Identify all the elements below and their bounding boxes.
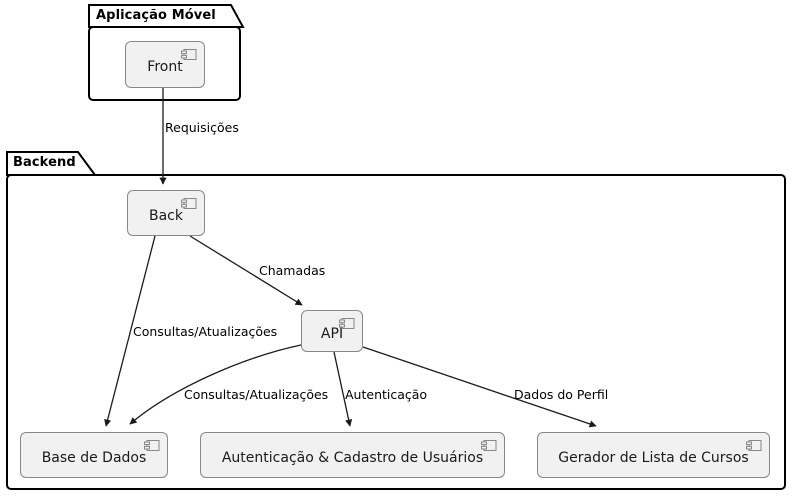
connector-api-to-db xyxy=(129,344,302,425)
connector-back-to-api xyxy=(189,235,303,306)
package-label-backend: Backend xyxy=(13,155,76,170)
component-icon xyxy=(746,440,762,451)
edge-label-dados-do-perfil: Dados do Perfil xyxy=(514,387,609,402)
component-gerador-lista-cursos[interactable]: Gerador de Lista de Cursos xyxy=(537,432,770,478)
component-base-de-dados[interactable]: Base de Dados xyxy=(20,432,168,478)
component-autenticacao-cadastro-usuarios[interactable]: Autenticação & Cadastro de Usuários xyxy=(200,432,505,478)
component-label: Base de Dados xyxy=(41,449,147,466)
edge-label-autenticacao: Autenticação xyxy=(345,387,428,402)
edge-label-chamadas: Chamadas xyxy=(259,263,326,278)
component-icon xyxy=(339,318,355,329)
component-label: Front xyxy=(147,59,183,75)
connector-api-to-courses xyxy=(362,346,597,428)
connector-api-to-auth xyxy=(333,351,353,427)
edge-label-requisicoes: Requisições xyxy=(165,120,239,135)
component-label: API xyxy=(320,325,344,342)
component-icon xyxy=(481,440,497,451)
edge-label-consultas-atualizacoes-back: Consultas/Atualizações xyxy=(133,324,278,339)
component-api[interactable]: API xyxy=(301,310,363,352)
component-icon xyxy=(144,440,160,451)
connector-back-to-db xyxy=(104,235,156,427)
component-label: Autenticação & Cadastro de Usuários xyxy=(221,449,484,466)
component-icon xyxy=(181,198,197,209)
package-label-aplicacao-movel: Aplicação Móvel xyxy=(96,8,216,23)
component-label: Gerador de Lista de Cursos xyxy=(558,449,749,466)
edge-label-consultas-atualizacoes-api: Consultas/Atualizações xyxy=(184,387,329,402)
package-backend-frame xyxy=(6,151,786,490)
component-icon xyxy=(181,49,197,60)
component-label: Back xyxy=(149,207,183,224)
component-front[interactable]: Front xyxy=(125,41,205,88)
component-back[interactable]: Back xyxy=(127,190,205,236)
